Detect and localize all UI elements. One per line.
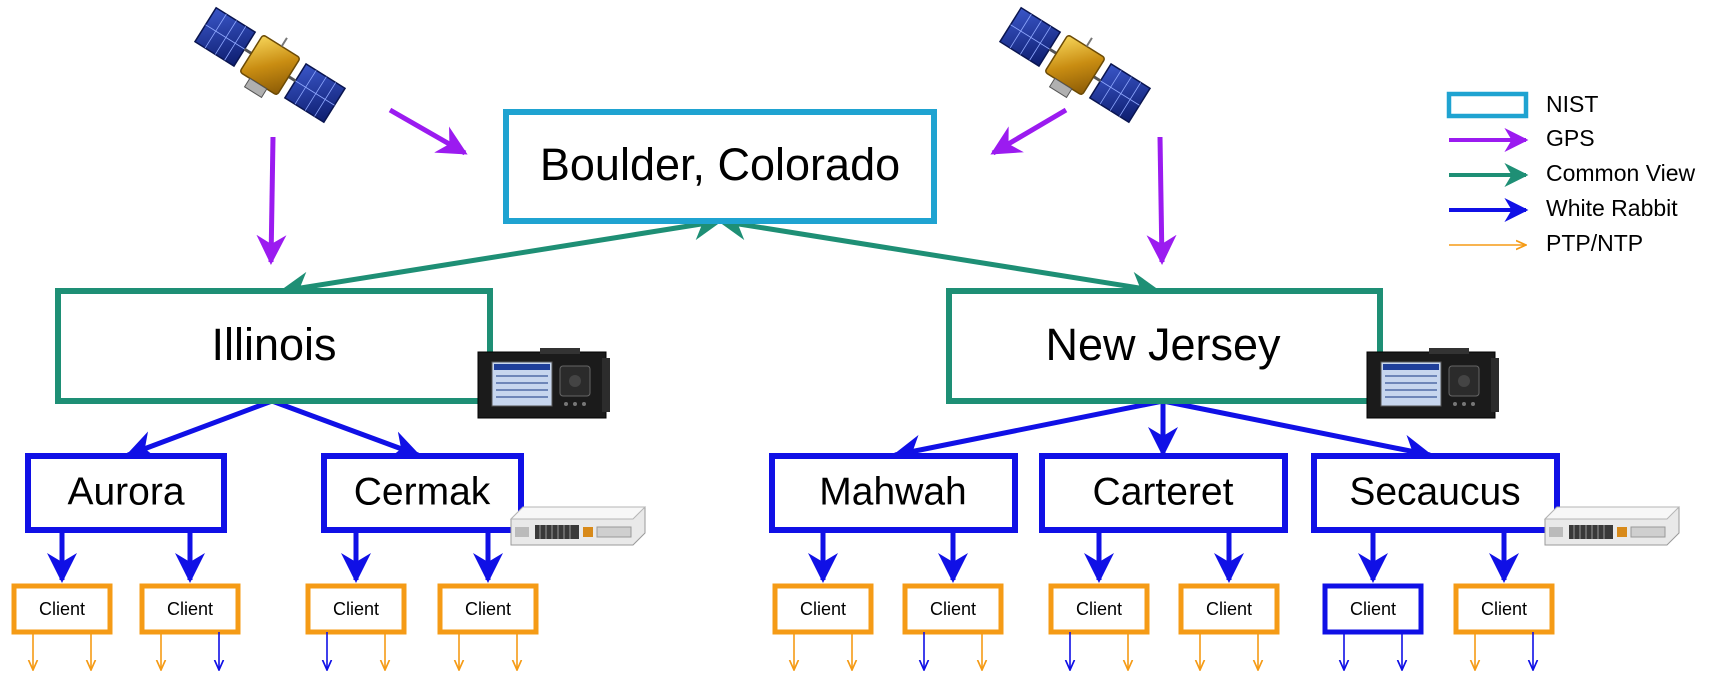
illinois-node: Illinois <box>55 288 493 404</box>
mahwah-node: Mahwah <box>769 453 1018 533</box>
client-label: Client <box>1481 599 1527 619</box>
client-node: Client <box>305 583 407 635</box>
timing-receiver-icon <box>477 348 610 419</box>
legend-item-white-rabbit: White Rabbit <box>1449 195 1678 222</box>
cermak-label: Cermak <box>354 470 491 513</box>
mahwah-label: Mahwah <box>819 470 966 513</box>
satellite-icon <box>998 6 1152 124</box>
client-node: Client <box>772 583 874 635</box>
client-node: Client <box>11 583 113 635</box>
white-rabbit-arrow <box>1162 398 1433 465</box>
client-node: Client <box>1048 583 1150 635</box>
aurora-node: Aurora <box>25 453 227 533</box>
client-label: Client <box>465 599 511 619</box>
client-label: Client <box>930 599 976 619</box>
site-to-client-links <box>47 530 1519 583</box>
legend-item-ptp-ntp: PTP/NTP <box>1449 230 1643 256</box>
legend-item-common-view: Common View <box>1449 160 1696 187</box>
legend: NIST GPS Common View White Rabbit PTP/NT… <box>1446 91 1696 256</box>
legend-item-gps: GPS <box>1449 125 1595 152</box>
legend-item-nist: NIST <box>1446 91 1598 119</box>
client-node: Client <box>902 583 1004 635</box>
common-view-links <box>279 210 1161 302</box>
new-jersey-node: New Jersey <box>946 288 1383 404</box>
legend-label-gps: GPS <box>1546 125 1595 151</box>
client-label: Client <box>1076 599 1122 619</box>
white-rabbit-arrow <box>125 398 273 460</box>
cermak-node: Cermak <box>321 453 524 533</box>
legend-label-ptp-ntp: PTP/NTP <box>1546 230 1643 256</box>
gps-arrow <box>256 136 287 265</box>
client-label: Client <box>39 599 85 619</box>
client-node: Client <box>1178 583 1280 635</box>
gps-arrow <box>990 107 1068 156</box>
timing-receiver-icon <box>1366 348 1499 419</box>
client-label: Client <box>167 599 213 619</box>
satellite-icon <box>193 6 347 124</box>
white-rabbit-links <box>125 398 1433 465</box>
legend-label-nist: NIST <box>1546 91 1598 117</box>
common-view-arrow <box>279 210 723 302</box>
secaucus-node: Secaucus <box>1311 453 1560 533</box>
client-label: Client <box>1350 599 1396 619</box>
new-jersey-label: New Jersey <box>1045 319 1281 370</box>
white-rabbit-arrow <box>892 398 1164 465</box>
boulder-label: Boulder, Colorado <box>540 139 900 190</box>
client-node: Client <box>139 583 241 635</box>
downstream-links <box>33 632 1533 670</box>
gps-arrow <box>388 107 468 156</box>
aurora-label: Aurora <box>67 470 184 513</box>
client-node: Client <box>1322 583 1424 635</box>
rack-switch-icon <box>1543 506 1681 546</box>
gps-links <box>256 107 1177 265</box>
gps-arrow <box>1146 136 1177 265</box>
client-node: Client <box>437 583 539 635</box>
client-label: Client <box>1206 599 1252 619</box>
white-rabbit-arrow <box>271 398 421 460</box>
carteret-label: Carteret <box>1093 470 1234 513</box>
illinois-label: Illinois <box>211 319 336 370</box>
client-label: Client <box>333 599 379 619</box>
common-view-arrow <box>717 210 1161 302</box>
client-label: Client <box>800 599 846 619</box>
legend-label-white-rabbit: White Rabbit <box>1546 195 1678 221</box>
secaucus-label: Secaucus <box>1349 470 1520 513</box>
carteret-node: Carteret <box>1039 453 1288 533</box>
legend-label-common-view: Common View <box>1546 160 1696 186</box>
client-node: Client <box>1453 583 1555 635</box>
rack-switch-icon <box>509 506 647 546</box>
boulder-node: Boulder, Colorado <box>503 109 937 224</box>
